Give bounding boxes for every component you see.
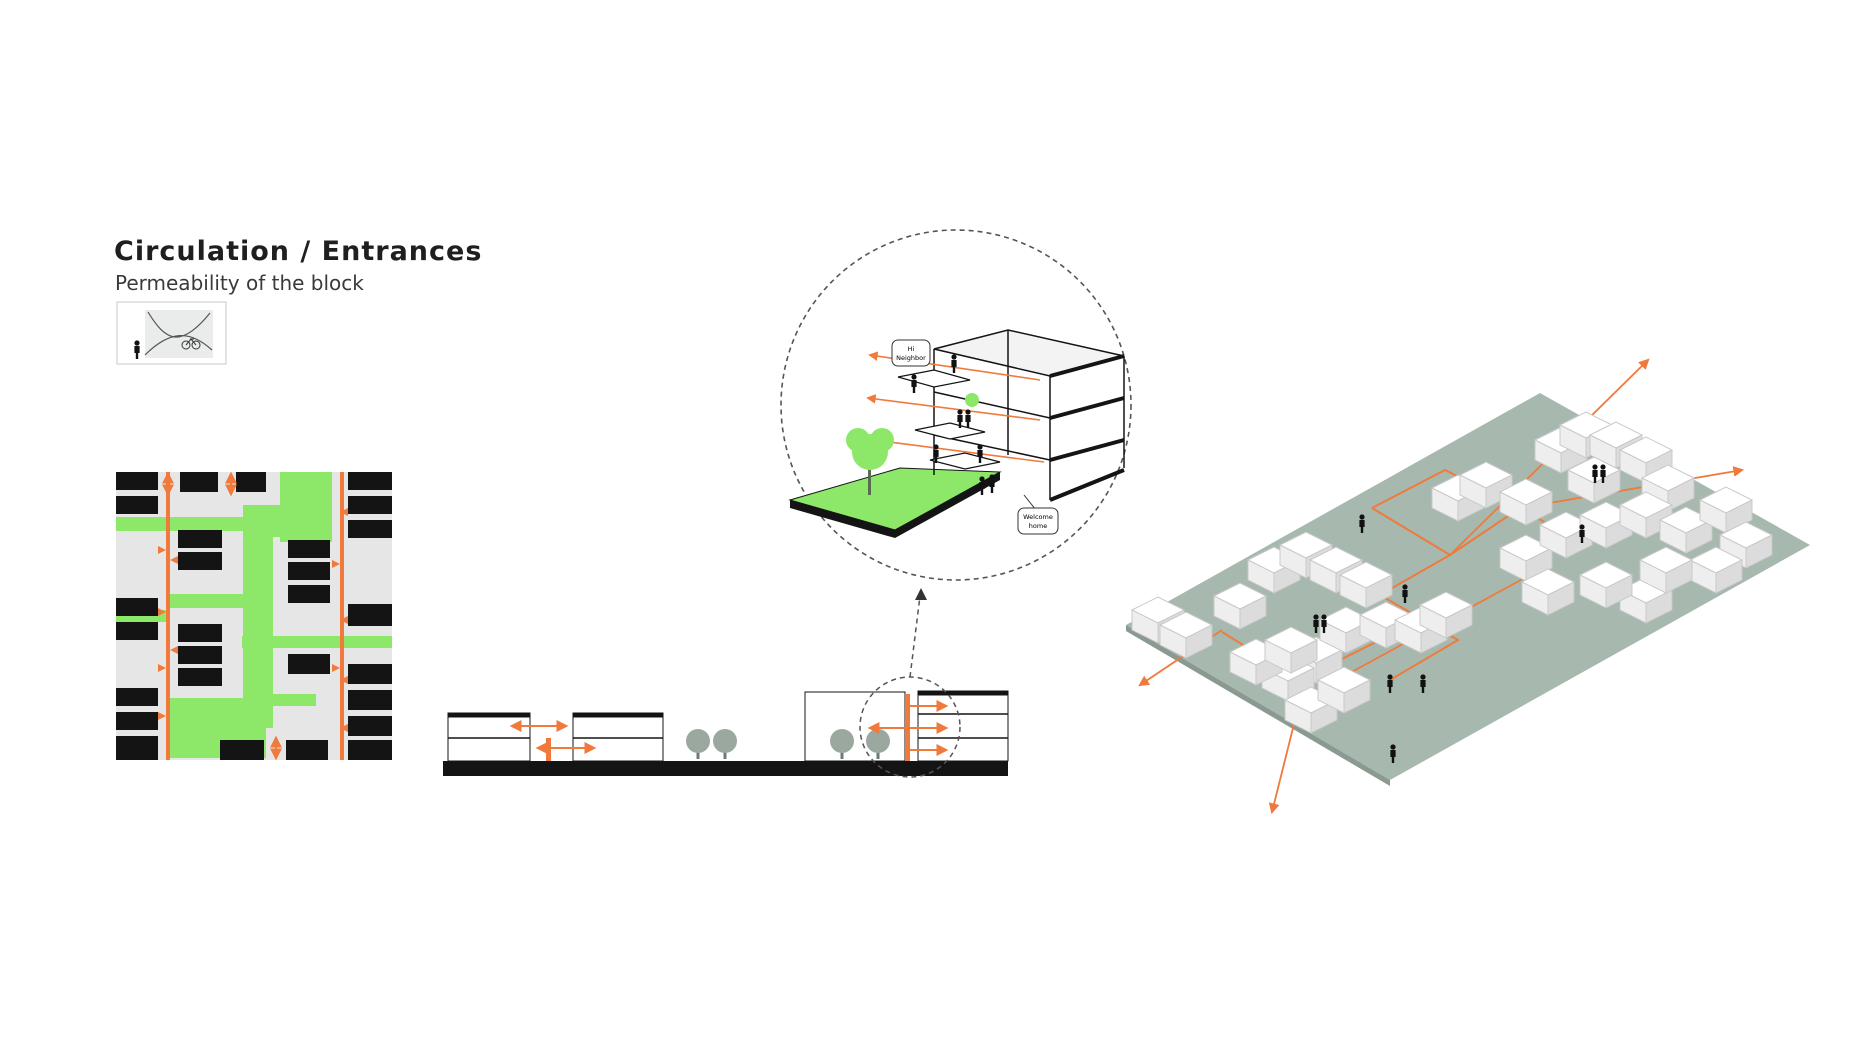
section-building-2 <box>572 712 664 762</box>
section-building-3 <box>917 690 1009 762</box>
tree-icon <box>846 428 894 495</box>
welcome-bubble: Welcome home <box>1017 494 1059 535</box>
greeting-line-2: Neighbor <box>896 354 926 362</box>
zoom-detail: Hi Neighbor Welcome home <box>780 229 1132 581</box>
street-section <box>443 588 1009 778</box>
courtyard-frame <box>804 691 906 762</box>
tree-icon <box>713 729 737 759</box>
circulation-lines <box>166 472 344 760</box>
diagram-title: Circulation / Entrances <box>114 236 483 267</box>
welcome-line-2: home <box>1029 522 1047 530</box>
bicycle-icon <box>181 338 201 350</box>
section-building-1 <box>447 712 531 762</box>
legend-graph-icon <box>116 301 227 365</box>
entrance-arrows <box>162 471 282 761</box>
building-blocks <box>116 472 392 760</box>
greeting-line-1: Hi <box>908 345 915 353</box>
plant-icon <box>965 393 979 407</box>
welcome-line-1: Welcome <box>1023 513 1053 521</box>
diagram-subtitle: Permeability of the block <box>115 271 364 295</box>
section-trees <box>686 729 890 759</box>
tree-icon <box>866 729 890 759</box>
zoom-circle-large <box>780 229 1132 581</box>
balconies <box>897 369 1001 470</box>
zoom-building <box>933 329 1125 502</box>
greeting-bubble: Hi Neighbor <box>891 339 931 367</box>
section-arrows-right <box>867 700 949 756</box>
section-arrows <box>509 720 597 754</box>
axonometric-view <box>1126 358 1810 815</box>
tree-icon <box>686 729 710 759</box>
entrance-ticks <box>158 508 348 732</box>
ground-line <box>443 761 1008 776</box>
tree-icon <box>830 729 854 759</box>
site-plan <box>116 471 392 761</box>
